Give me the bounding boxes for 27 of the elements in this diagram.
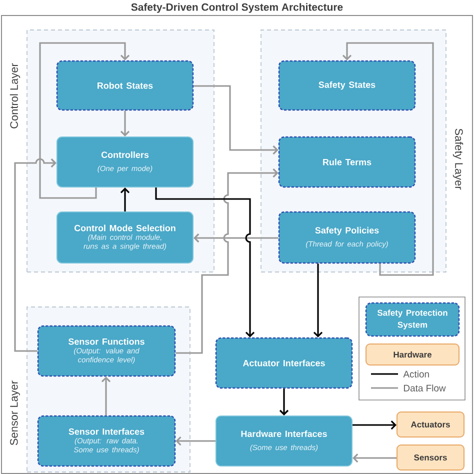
- arrow: [279, 388, 289, 416]
- arrow: [352, 453, 396, 463]
- hardware-box: Sensors: [396, 444, 464, 470]
- module-box: Rule Terms: [278, 136, 416, 188]
- layer-label: Safety Layer: [452, 128, 464, 190]
- arrow: [176, 168, 278, 354]
- arrow: [14, 158, 56, 352]
- legend-label: Data Flow: [404, 384, 446, 392]
- arrow: [39, 42, 130, 199]
- legend-label: Action: [403, 370, 429, 378]
- layer-label: Sensor Layer: [10, 380, 20, 446]
- arrow: [313, 264, 323, 338]
- arrow: [194, 233, 278, 243]
- arrow: [352, 420, 396, 430]
- arrow: [194, 85, 278, 155]
- module-box: Robot States: [56, 60, 194, 111]
- arrow: [101, 376, 111, 416]
- arrow: [176, 436, 216, 446]
- module-box: Safety States: [278, 60, 416, 111]
- arrow: [120, 188, 130, 212]
- layer-label: Control Layer: [10, 63, 20, 128]
- title: Safety-Driven Control System Architecture: [131, 3, 343, 13]
- module-box: Actuator Interfaces: [215, 337, 353, 389]
- arrow: [120, 110, 130, 136]
- arrow: [342, 42, 434, 276]
- arrow: [155, 188, 255, 338]
- hardware-box: Actuators: [396, 412, 464, 438]
